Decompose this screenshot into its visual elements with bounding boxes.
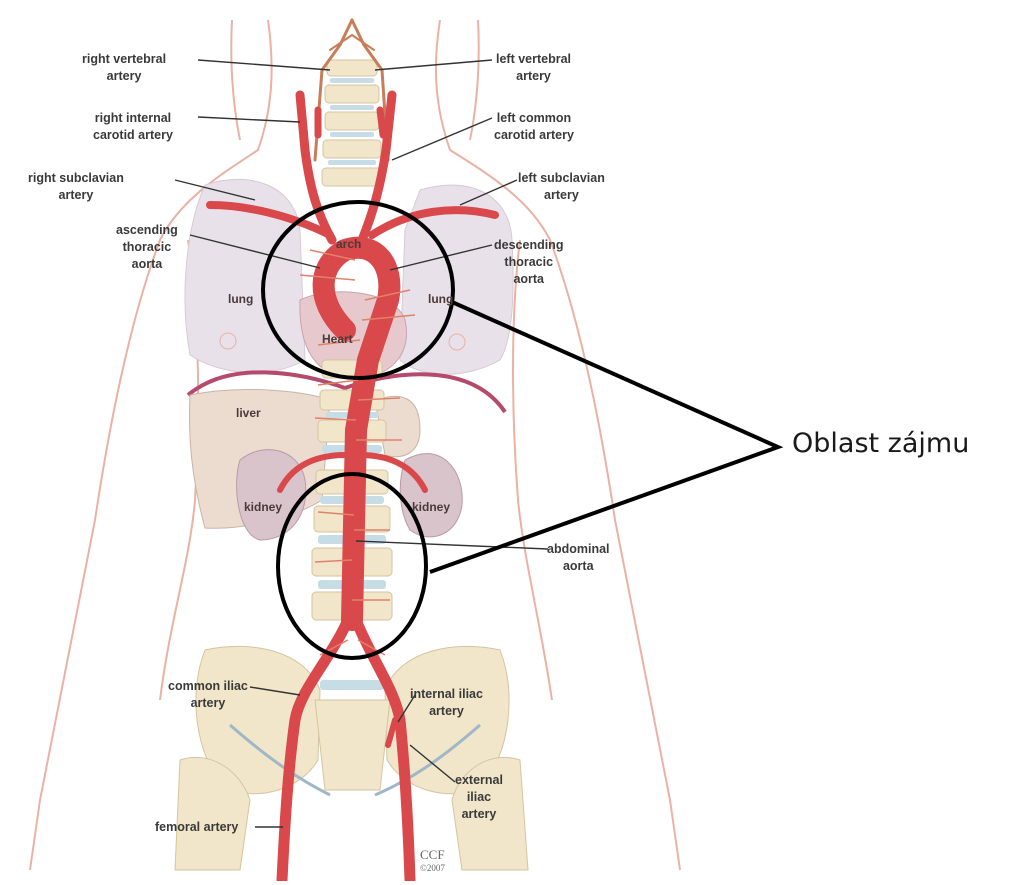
credit-year: ©2007 [420,863,445,873]
callout-text: Oblast zájmu [792,428,969,459]
organ-label-arch: arch [336,237,361,251]
organ-label-liver: liver [236,406,261,420]
organ-label-heart: Heart [322,332,353,346]
organ-label-left-lung: lung [428,292,453,306]
organ-label-right-kidney: kidney [244,500,282,514]
left-kidney [400,454,462,537]
right-kidney [237,450,306,540]
organ-label-left-kidney: kidney [412,500,450,514]
credit-ccf: CCF [420,847,445,863]
sacrum [315,700,390,790]
organ-label-right-lung: lung [228,292,253,306]
label-femoral-artery: femoral artery [155,819,238,836]
